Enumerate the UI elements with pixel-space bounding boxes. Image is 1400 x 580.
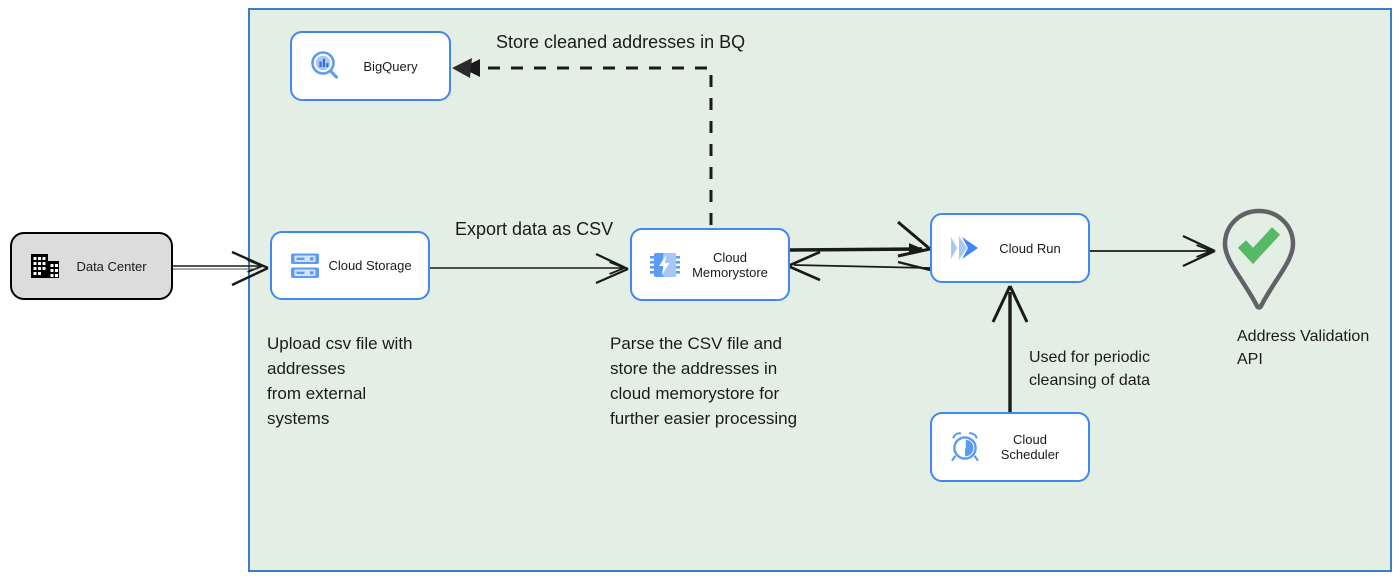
node-label-cloud-storage: Cloud Storage xyxy=(328,258,412,273)
cloud-run-icon xyxy=(948,231,982,265)
bigquery-icon xyxy=(308,49,342,83)
node-cloud-storage[interactable]: Cloud Storage xyxy=(270,231,430,300)
cloud-boundary-panel xyxy=(248,8,1392,572)
node-label-cloud-memorystore: Cloud Memorystore xyxy=(692,249,768,280)
annotation-upload: Upload csv file with addresses from exte… xyxy=(267,334,413,428)
node-label-bigquery: BigQuery xyxy=(363,58,418,74)
node-label-cloud-scheduler: Cloud Scheduler xyxy=(1000,432,1060,462)
map-pin-check-icon[interactable] xyxy=(1219,207,1299,311)
node-label-cloud-run: Cloud Run xyxy=(999,240,1061,256)
data-center-icon xyxy=(28,249,62,283)
annotation-parse: Parse the CSV file and store the address… xyxy=(610,334,798,428)
cloud-scheduler-icon xyxy=(948,430,982,464)
node-cloud-memorystore[interactable]: Cloud Memorystore xyxy=(630,228,790,301)
node-cloud-run[interactable]: Cloud Run xyxy=(930,213,1090,283)
edge-label-periodic-cleansing: Used for periodic cleansing of data xyxy=(1029,349,1150,389)
node-data-center[interactable]: Data Center xyxy=(10,232,173,300)
edge-label-store-in-bq: Store cleaned addresses in BQ xyxy=(496,32,746,52)
cloud-storage-icon xyxy=(288,249,322,283)
edge-label-export-csv: Export data as CSV xyxy=(455,219,614,239)
node-bigquery[interactable]: BigQuery xyxy=(290,31,451,101)
node-cloud-scheduler[interactable]: Cloud Scheduler xyxy=(930,412,1090,482)
address-validation-api-label: Address Validation API xyxy=(1237,328,1370,368)
cloud-memorystore-icon xyxy=(648,248,682,282)
node-label-data-center: Data Center xyxy=(76,258,147,274)
